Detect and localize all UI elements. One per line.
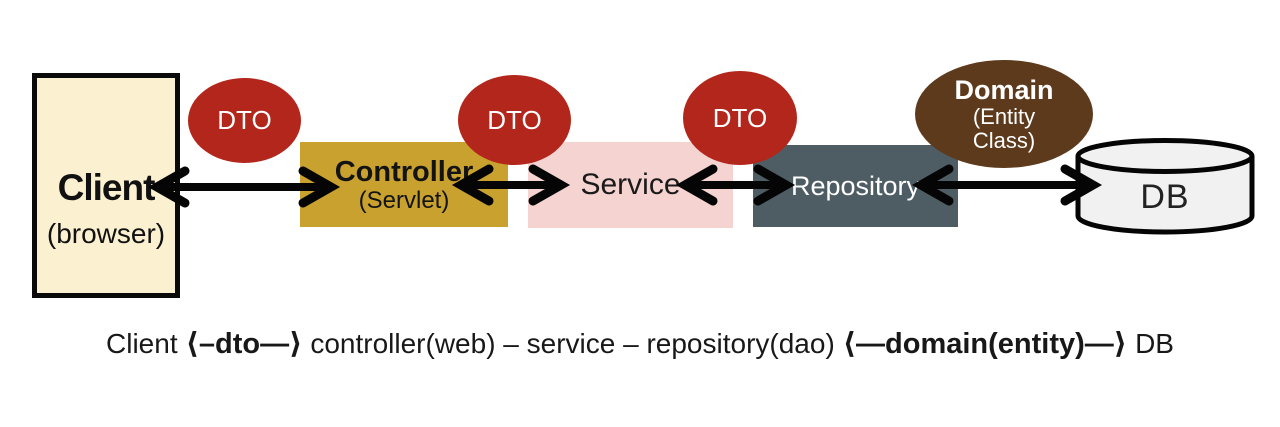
repository-title: Repository <box>790 170 921 201</box>
dto-label-2: DTO <box>487 104 542 135</box>
service-box: Service <box>528 142 733 228</box>
dto-ellipse-3: DTO <box>683 71 797 165</box>
dto-ellipse-2: DTO <box>458 75 571 165</box>
domain-subtitle-line1: (Entity <box>972 103 1036 129</box>
domain-title: Domain <box>954 74 1054 105</box>
client-subtitle: (browser) <box>46 217 166 249</box>
controller-box: Controller (Servlet) <box>300 142 508 227</box>
domain-subtitle-line2: Class) <box>972 127 1036 153</box>
dto-ellipse-1: DTO <box>188 78 301 163</box>
client-title: Client <box>57 166 156 208</box>
caption-line: Client⟨–dto—⟩controller(web) – service –… <box>0 326 1280 361</box>
dto-label-3: DTO <box>712 102 768 133</box>
db-node: DB <box>1072 136 1258 238</box>
client-box: Client (browser) <box>32 73 180 298</box>
db-title: DB <box>1140 178 1190 216</box>
repository-box: Repository <box>753 145 958 227</box>
domain-ellipse: Domain (Entity Class) <box>915 60 1093 168</box>
caption-db: DB <box>1135 328 1174 359</box>
service-title: Service <box>580 168 681 201</box>
caption-domain-link: ⟨—domain(entity)—⟩ <box>842 328 1128 360</box>
dto-label-1: DTO <box>217 105 272 135</box>
controller-title: Controller <box>334 155 474 188</box>
database-cylinder-icon <box>1075 138 1255 235</box>
caption-client: Client <box>106 328 178 359</box>
caption-dto-link: ⟨–dto—⟩ <box>185 328 303 360</box>
controller-subtitle: (Servlet) <box>358 186 450 214</box>
caption-middle: controller(web) – service – repository(d… <box>310 328 835 359</box>
